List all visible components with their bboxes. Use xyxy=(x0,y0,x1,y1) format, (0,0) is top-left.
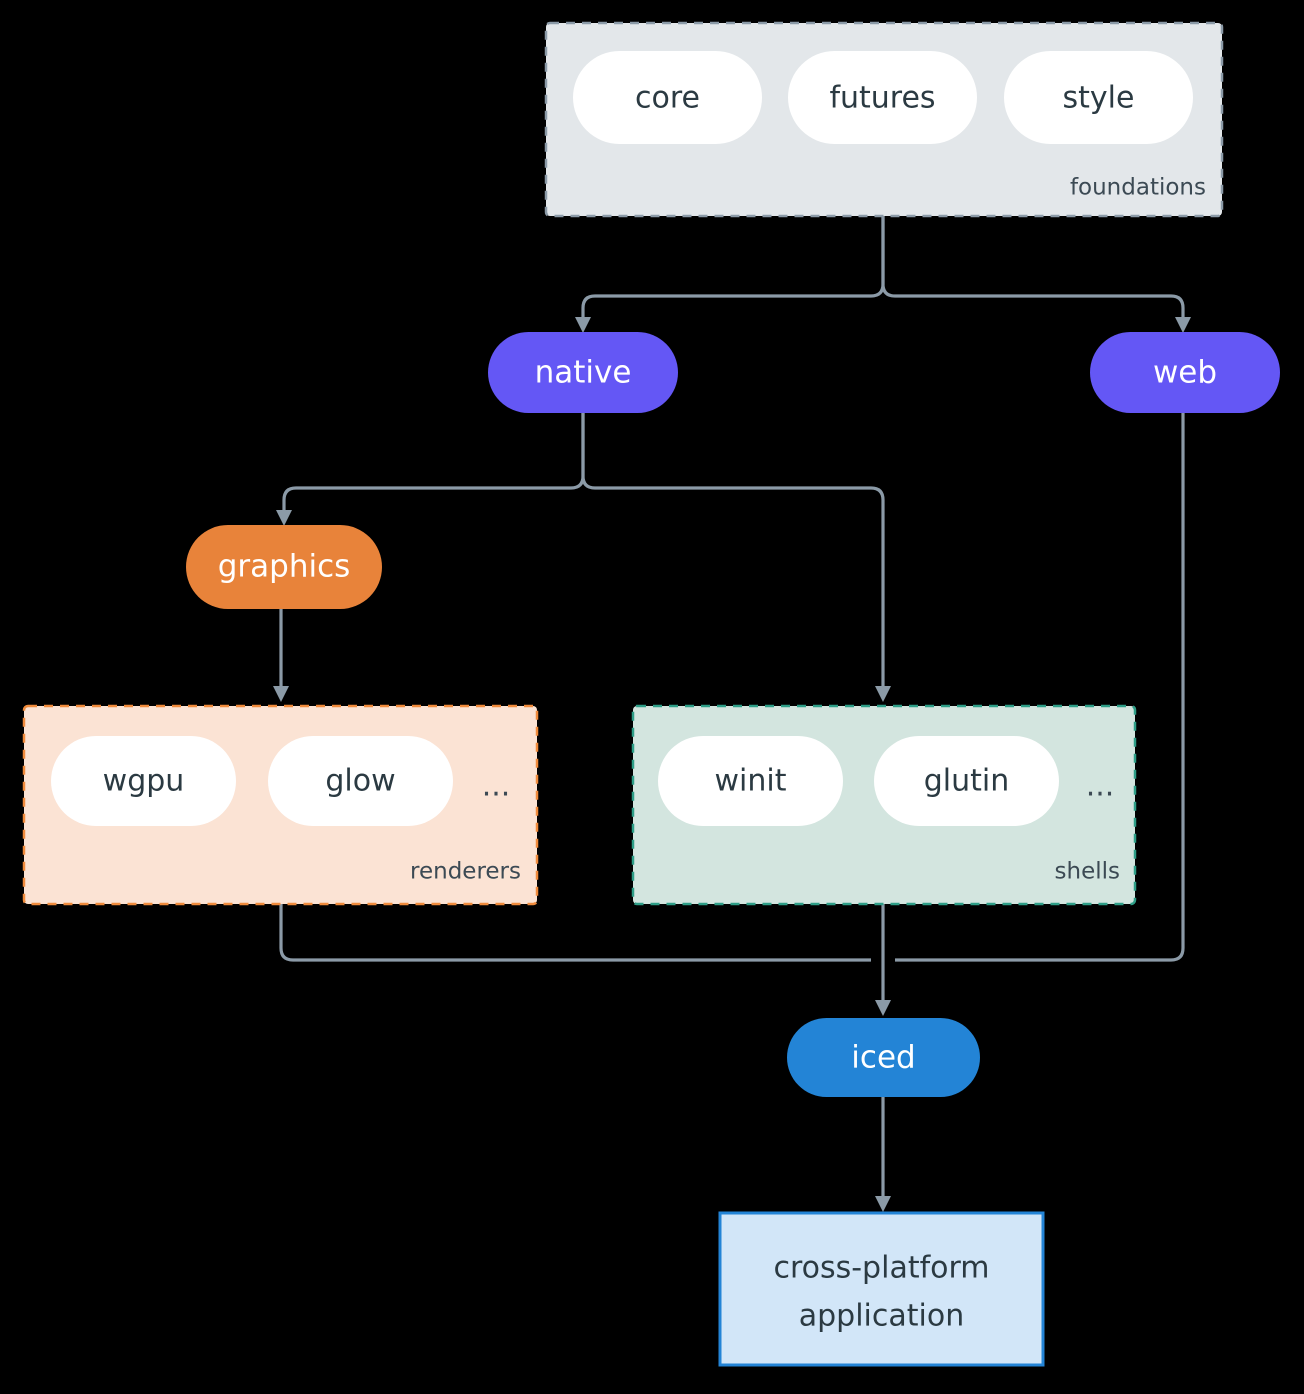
node-application-box xyxy=(718,1211,1045,1367)
arrowhead-native xyxy=(575,317,591,333)
cluster-renderers-tag: renderers xyxy=(410,859,521,885)
node-iced[interactable]: iced xyxy=(787,1018,980,1097)
node-web-label: web xyxy=(1153,355,1217,391)
leaf-winit-label: winit xyxy=(715,764,787,799)
cluster-foundations-tag: foundations xyxy=(1070,175,1206,201)
node-iced-pill xyxy=(787,1018,980,1097)
node-application[interactable]: cross-platform application xyxy=(718,1211,1045,1367)
leaf-glutin-label: glutin xyxy=(924,764,1010,799)
cluster-shells-tag: shells xyxy=(1055,859,1120,885)
edge-web-iced xyxy=(895,412,1185,962)
leaf-futures-label: futures xyxy=(829,81,935,116)
arrowhead-web xyxy=(1175,317,1191,333)
leaf-winit[interactable]: winit xyxy=(658,736,843,826)
arrowhead-graphics xyxy=(276,510,292,526)
node-native-pill xyxy=(488,332,678,413)
leaf-glutin[interactable]: glutin xyxy=(874,736,1059,826)
edge-native-graphics xyxy=(282,412,585,516)
edge-layer xyxy=(273,216,1191,1212)
leaf-wgpu-label: wgpu xyxy=(103,764,185,799)
arrowhead-renderers xyxy=(273,686,289,702)
node-application-label-line2: application xyxy=(799,1299,964,1334)
leaf-wgpu-pill xyxy=(51,736,236,826)
arrowhead-application xyxy=(875,1196,891,1212)
leaf-style-label: style xyxy=(1063,81,1135,116)
leaf-glow-pill xyxy=(268,736,453,826)
leaf-futures-pill xyxy=(788,51,977,144)
leaf-core-pill xyxy=(573,51,762,144)
node-graphics-label: graphics xyxy=(218,549,351,585)
node-iced-label: iced xyxy=(851,1040,915,1076)
leaf-renderers-ellipsis: ... xyxy=(482,769,511,804)
leaf-glow[interactable]: glow xyxy=(268,736,453,826)
edge-renderers-iced xyxy=(279,904,871,962)
leaf-shells-ellipsis: ... xyxy=(1086,769,1115,804)
cluster-foundations: core futures style foundations xyxy=(544,21,1224,218)
cluster-shells: winit glutin ... shells xyxy=(631,704,1137,906)
leaf-core[interactable]: core xyxy=(573,51,762,144)
node-graphics-pill xyxy=(186,525,382,609)
node-native[interactable]: native xyxy=(488,332,678,413)
leaf-winit-pill xyxy=(658,736,843,826)
leaf-style-pill xyxy=(1004,51,1193,144)
edge-foundations-native xyxy=(581,216,885,323)
node-graphics[interactable]: graphics xyxy=(186,525,382,609)
node-web-pill xyxy=(1090,332,1280,413)
edge-native-shells xyxy=(581,412,885,690)
node-web[interactable]: web xyxy=(1090,332,1280,413)
leaf-core-label: core xyxy=(635,81,700,116)
edge-foundations-web xyxy=(881,216,1185,323)
leaf-wgpu[interactable]: wgpu xyxy=(51,736,236,826)
node-native-label: native xyxy=(535,355,632,391)
cluster-renderers: wgpu glow ... renderers xyxy=(22,704,539,906)
arrowhead-shells xyxy=(875,686,891,702)
leaf-glutin-pill xyxy=(874,736,1059,826)
leaf-glow-label: glow xyxy=(325,764,395,799)
arrowhead-iced xyxy=(875,1000,891,1016)
leaf-style[interactable]: style xyxy=(1004,51,1193,144)
node-application-label-line1: cross-platform xyxy=(773,1251,989,1286)
leaf-futures[interactable]: futures xyxy=(788,51,977,144)
